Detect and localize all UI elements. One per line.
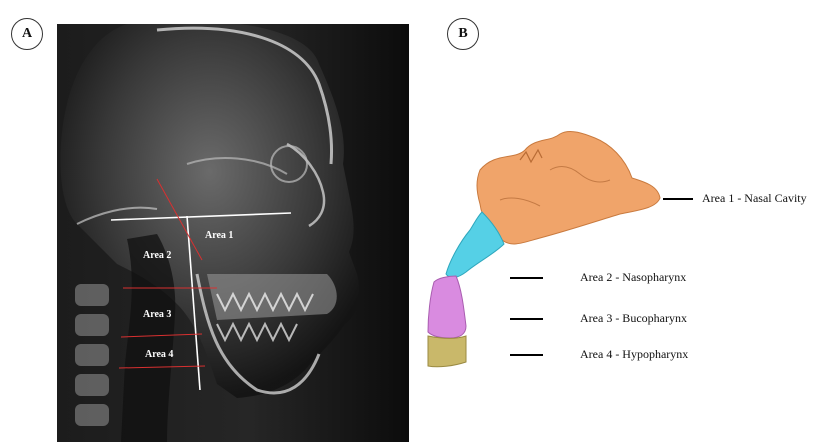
legend-text-area-1: Area 1 - Nasal Cavity [702,191,807,206]
xray-area-label-3: Area 3 [143,309,171,320]
xray-area-label-1: Area 1 [205,230,233,241]
legend-text-area-3: Area 3 - Bucopharynx [580,311,687,326]
legend-dash [663,198,693,200]
xray-area-label-4: Area 4 [145,349,173,360]
nasal-cavity-region [477,131,660,243]
cephalometric-xray: Area 1 Area 2 Area 3 Area 4 [57,24,409,442]
legend-text-area-4: Area 4 - Hypopharynx [580,347,688,362]
bucopharynx-region [428,276,466,338]
airway-3d-model [420,130,670,375]
legend-dash [510,318,543,320]
legend-text-area-2: Area 2 - Nasopharynx [580,270,686,285]
panel-label-a: A [11,18,43,50]
legend-dash [510,354,543,356]
panel-label-b: B [447,18,479,50]
hypopharynx-region [428,336,466,367]
legend-dash [510,277,543,279]
xray-area-label-2: Area 2 [143,250,171,261]
